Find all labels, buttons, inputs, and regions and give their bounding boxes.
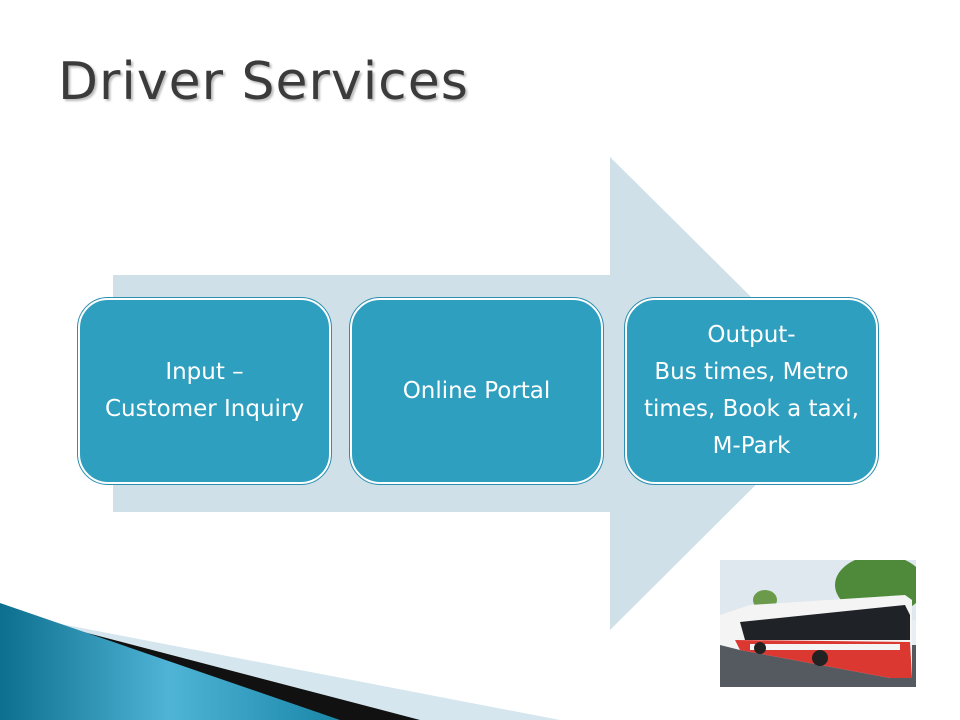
step-online-portal: Online Portal — [349, 297, 604, 485]
corner-light-stripe — [40, 620, 560, 720]
step-input: Input – Customer Inquiry — [77, 297, 332, 485]
step-output: Output- Bus times, Metro times, Book a t… — [624, 297, 879, 485]
bus-photo — [720, 560, 916, 687]
slide-title: Driver Services — [58, 52, 469, 112]
corner-black-stripe — [30, 618, 420, 720]
corner-teal-triangle — [0, 603, 340, 720]
